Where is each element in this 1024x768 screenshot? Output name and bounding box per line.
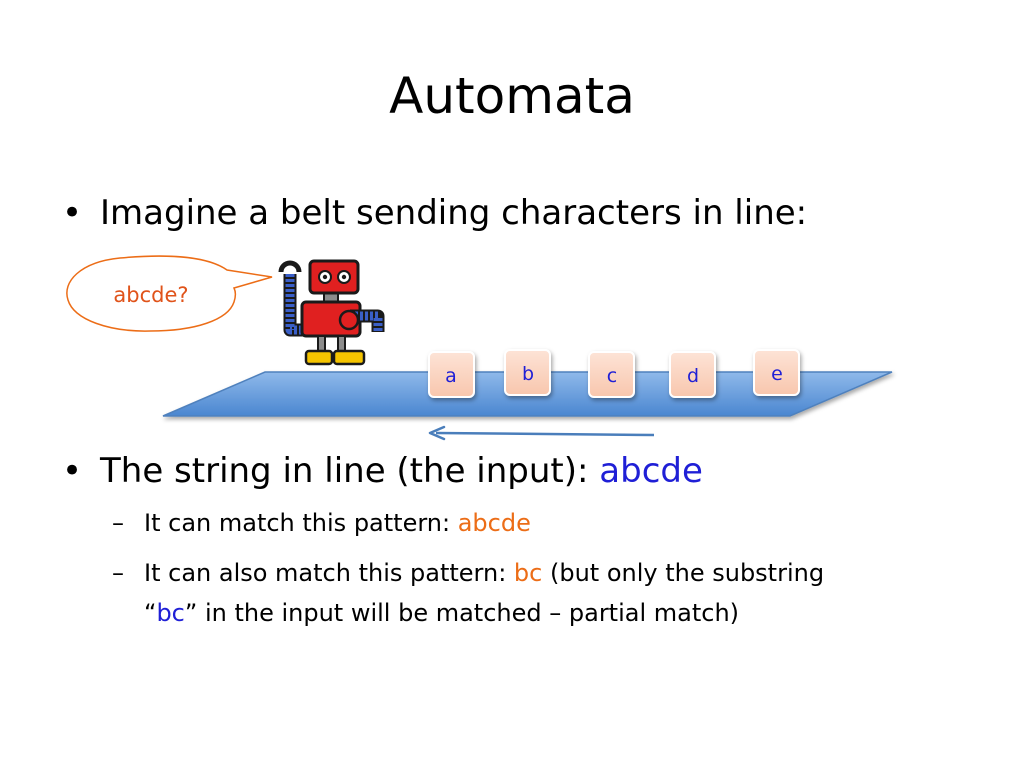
speech-bubble: abcde?: [66, 255, 273, 332]
char-label: e: [771, 363, 783, 385]
char-box: a: [428, 351, 475, 398]
char-box: d: [669, 351, 716, 398]
sub-bullet-prefix: It can also match this pattern:: [144, 559, 514, 587]
sub-bullet-text: It can also match this pattern: bc (but …: [144, 556, 824, 590]
bullet-text: Imagine a belt sending characters in lin…: [100, 193, 808, 233]
bullet-symbol: •: [62, 193, 83, 233]
speech-bubble-text: abcde?: [113, 283, 188, 307]
pattern-highlight: abcde: [457, 509, 531, 537]
slide-title: Automata: [389, 67, 635, 125]
pattern-highlight: bc: [513, 559, 543, 587]
bullet-prefix: The string in line (the input):: [100, 451, 600, 491]
arrow-left-icon: [428, 425, 655, 441]
sub-bullet-prefix: It can match this pattern:: [144, 509, 458, 537]
bullet-symbol: •: [62, 451, 83, 491]
sub-bullet-suffix: (but only the substring: [542, 559, 825, 587]
char-label: d: [687, 365, 699, 387]
input-string-highlight: abcde: [599, 451, 703, 491]
char-label: c: [607, 365, 617, 387]
substring-highlight: bc: [156, 599, 185, 627]
char-label: b: [522, 363, 534, 385]
robot-icon: [278, 259, 385, 366]
sub-bullet-text: It can match this pattern: abcde: [144, 506, 531, 540]
sub-bullet-symbol: –: [112, 509, 124, 537]
open-quote: “: [144, 599, 157, 627]
char-label: a: [445, 365, 457, 387]
char-box: e: [753, 349, 800, 396]
sub-bullet-symbol: –: [112, 559, 124, 587]
char-box: b: [504, 349, 551, 396]
char-box: c: [588, 351, 635, 398]
sub-bullet-text-line2: “bc” in the input will be matched – part…: [144, 596, 739, 630]
bullet-text: The string in line (the input): abcde: [100, 451, 703, 491]
sub-bullet-rest: ” in the input will be matched – partial…: [184, 599, 740, 627]
